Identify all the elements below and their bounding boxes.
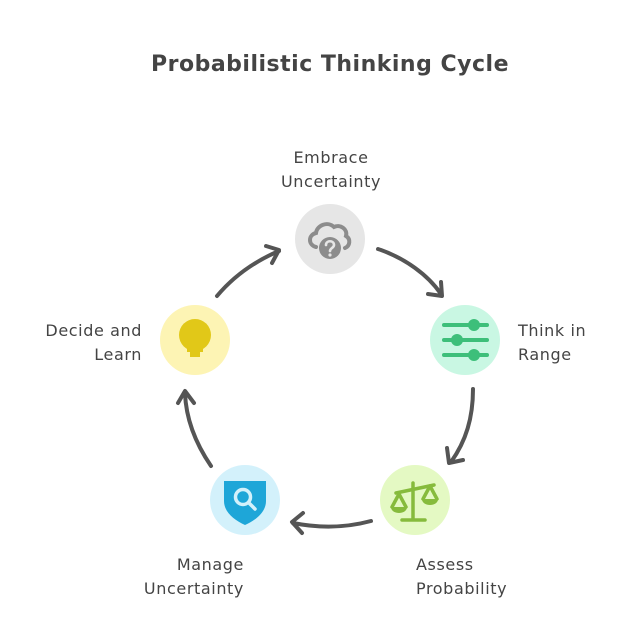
node-think-in-range[interactable] bbox=[430, 305, 500, 375]
label-line-1: Think in bbox=[518, 321, 587, 340]
label-line-2: Range bbox=[518, 345, 572, 364]
label-line-2: Learn bbox=[94, 345, 142, 364]
label-line-2: Uncertainty bbox=[281, 172, 382, 191]
node-decide-and-learn[interactable] bbox=[160, 305, 230, 375]
lightbulb-icon bbox=[179, 319, 211, 357]
node-label-assess-probability: Assess Probability bbox=[416, 553, 507, 601]
label-line-1: Assess bbox=[416, 555, 474, 574]
cloud-question-icon bbox=[308, 222, 352, 259]
arrow-assess-to-manage bbox=[290, 511, 373, 535]
arrow-think-to-assess bbox=[445, 387, 475, 465]
arrow-decide-to-embrace bbox=[215, 244, 281, 298]
node-label-embrace-uncertainty: Embrace Uncertainty bbox=[281, 146, 381, 194]
label-line-2: Uncertainty bbox=[143, 579, 244, 598]
label-line-1: Embrace bbox=[293, 148, 369, 167]
arrow-manage-to-decide bbox=[176, 389, 213, 468]
shield-search-icon bbox=[224, 481, 266, 525]
node-manage-uncertainty[interactable] bbox=[210, 465, 280, 535]
label-line-1: Decide and bbox=[45, 321, 142, 340]
node-embrace-uncertainty[interactable] bbox=[295, 204, 365, 274]
diagram-title: Probabilistic Thinking Cycle bbox=[150, 52, 509, 77]
label-line-2: Probability bbox=[416, 579, 508, 598]
node-label-think-in-range: Think in Range bbox=[518, 319, 586, 367]
label-line-1: Manage bbox=[176, 555, 244, 574]
node-assess-probability[interactable] bbox=[380, 465, 450, 535]
node-label-manage-uncertainty: Manage Uncertainty bbox=[132, 553, 244, 601]
balance-scale-icon bbox=[390, 481, 439, 522]
node-label-decide-and-learn: Decide and Learn bbox=[30, 319, 142, 367]
arrow-embrace-to-think bbox=[376, 247, 444, 298]
sliders-icon bbox=[442, 319, 489, 361]
